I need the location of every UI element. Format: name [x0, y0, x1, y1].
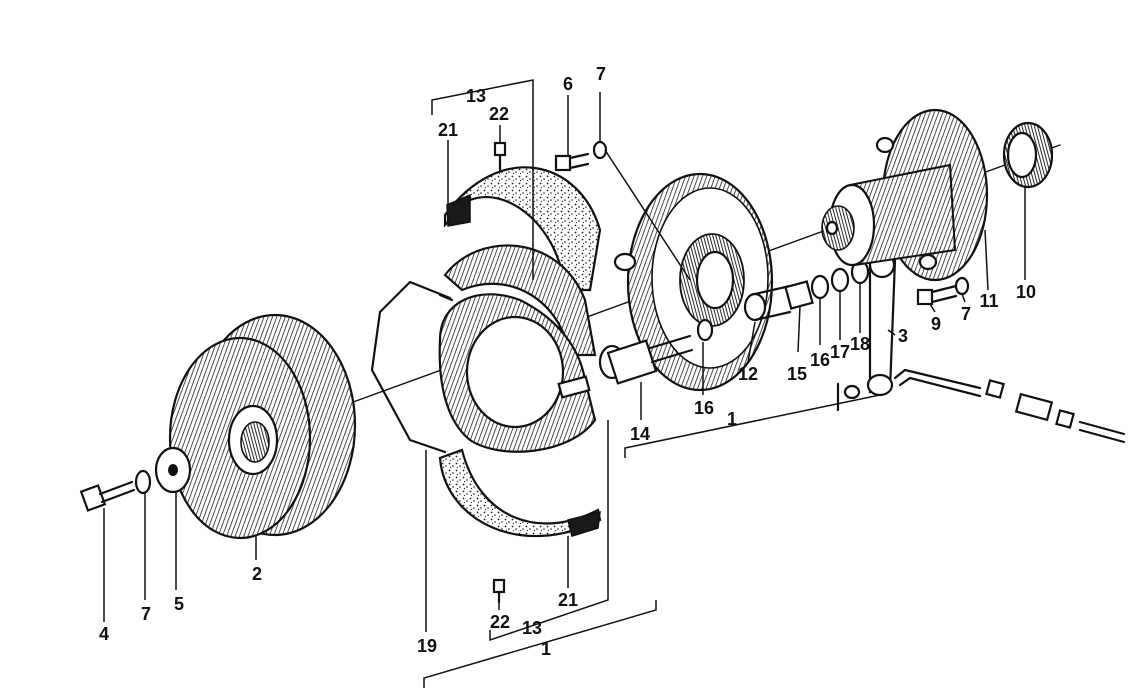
callout-16-b: 16 — [694, 398, 714, 418]
callout-22-bot: 22 — [490, 612, 510, 632]
callout-11: 11 — [979, 291, 998, 311]
callout-21-top: 21 — [438, 120, 458, 140]
seal-ring-17 — [830, 267, 850, 293]
cam-washer — [696, 318, 714, 342]
callout-21-bot: 21 — [558, 590, 578, 610]
callout-18: 18 — [850, 334, 870, 354]
wheel-hub-housing — [821, 108, 989, 282]
backing-bolt — [554, 152, 590, 172]
cam-bushing — [743, 284, 792, 322]
drum-bolt — [79, 480, 136, 512]
hub-washer — [954, 276, 970, 296]
callout-7-right: 7 — [961, 304, 971, 324]
callout-15: 15 — [787, 364, 807, 384]
callout-6: 6 — [563, 74, 573, 94]
return-spring-wire — [370, 280, 452, 454]
callout-16-a: 16 — [810, 350, 830, 370]
backing-washer — [592, 140, 608, 160]
brake-backing-plate — [613, 172, 774, 392]
callout-13-top: 13 — [466, 86, 486, 106]
callout-1-mid: 1 — [727, 409, 737, 429]
callout-19: 19 — [417, 636, 437, 656]
callout-10: 10 — [1016, 282, 1036, 302]
callout-labels: 13 22 21 6 7 10 11 7 9 3 18 17 16 15 12 … — [99, 64, 1036, 659]
callout-7-left: 7 — [141, 604, 151, 624]
leader-lines — [103, 79, 1026, 688]
upper-brake-shoe — [443, 244, 597, 357]
upper-brake-lining — [443, 166, 602, 292]
oil-seal — [1002, 121, 1054, 189]
shoe-anchor-block — [557, 375, 591, 399]
brake-drum — [168, 313, 357, 540]
callout-17: 17 — [830, 342, 850, 362]
callout-1-bot: 1 — [541, 639, 551, 659]
drum-plate-washer — [154, 446, 192, 494]
callout-2: 2 — [252, 564, 262, 584]
callout-22-top: 22 — [489, 104, 509, 124]
callout-13-bot: 13 — [522, 618, 542, 638]
spacer-bushing — [784, 280, 814, 310]
callout-3: 3 — [898, 326, 908, 346]
brake-rod — [893, 368, 1126, 444]
drum-lock-washer — [134, 469, 152, 495]
callout-14: 14 — [630, 424, 650, 444]
hub-bolt — [916, 284, 958, 306]
rivet-top — [493, 141, 507, 172]
callout-9: 9 — [931, 314, 941, 334]
callout-7-top: 7 — [596, 64, 606, 84]
rivet-bottom — [492, 578, 506, 604]
callout-4: 4 — [99, 624, 109, 644]
callout-12: 12 — [738, 364, 758, 384]
callout-5: 5 — [174, 594, 184, 614]
brake-cam — [598, 334, 694, 385]
seal-ring-16 — [810, 274, 830, 300]
brake-lever — [866, 251, 897, 397]
